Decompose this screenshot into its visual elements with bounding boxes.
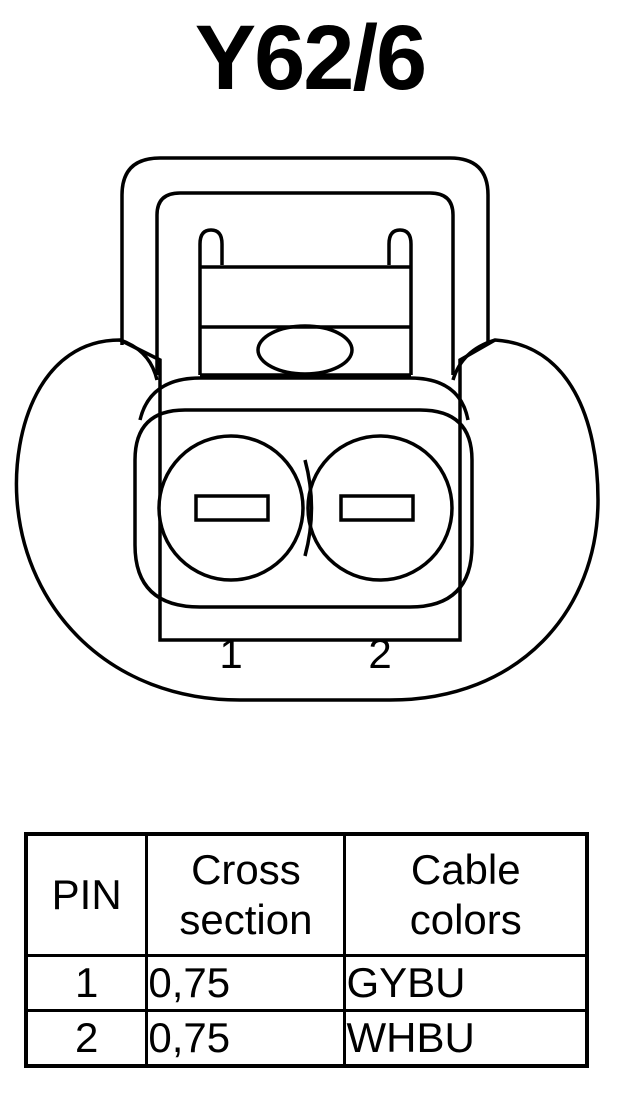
lock-tab-left — [198, 228, 224, 375]
lock-tab-right — [387, 228, 413, 375]
pin-2-circle — [306, 434, 454, 582]
table-row: 2 0,75 WHBU — [24, 1009, 589, 1068]
cell-cross-section: 0,75 — [145, 954, 347, 1012]
pin-2-label: 2 — [368, 630, 391, 677]
pin-overlap — [303, 459, 314, 557]
pin-1-contact — [194, 494, 270, 522]
cell-cross-section: 0,75 — [145, 1009, 347, 1068]
pin-2-contact — [339, 494, 415, 522]
latch-inner — [155, 191, 455, 375]
pin-1-label: 1 — [219, 630, 242, 677]
body-left-join — [119, 338, 159, 381]
connector-diagram: 1 2 — [14, 156, 600, 702]
latch-button — [256, 324, 354, 376]
cell-pin: 2 — [24, 1009, 149, 1068]
body-top-edge — [138, 376, 470, 421]
cell-cable-color: WHBU — [343, 1009, 589, 1068]
connector-housing — [14, 338, 600, 702]
pin-1-circle — [157, 434, 305, 582]
connector-title: Y62/6 — [194, 7, 427, 109]
header-pin: PIN — [24, 832, 149, 957]
cell-cable-color: GYBU — [343, 954, 589, 1012]
cell-pin: 1 — [24, 954, 149, 1012]
table-row: 1 0,75 GYBU — [24, 954, 589, 1012]
latch-outer — [120, 156, 490, 345]
body-right-join — [451, 338, 496, 381]
cavity-outline — [133, 408, 474, 609]
